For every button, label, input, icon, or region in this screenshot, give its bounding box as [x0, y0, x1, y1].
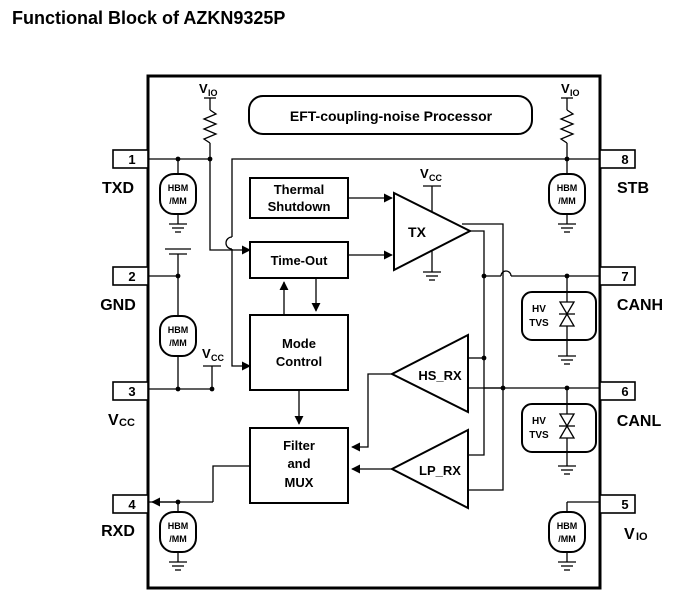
svg-text:5: 5 [621, 497, 628, 512]
vio-label-left: V IO [199, 81, 218, 98]
svg-text:CANL: CANL [617, 413, 662, 430]
svg-text:Thermal: Thermal [274, 182, 325, 197]
vcc-label-tx: V CC [420, 166, 442, 183]
svg-text:HV: HV [532, 304, 546, 315]
svg-text:CC: CC [429, 173, 442, 183]
pullup-resistor-right [559, 97, 575, 174]
svg-text:RXD: RXD [101, 523, 135, 540]
svg-text:MUX: MUX [285, 475, 314, 490]
svg-text:1: 1 [128, 152, 135, 167]
pin-2-gnd: 2 GND [100, 266, 149, 314]
hbm-esd-txd [159, 173, 197, 233]
svg-text:3: 3 [128, 384, 135, 399]
svg-text:TVS: TVS [529, 430, 549, 441]
svg-text:V: V [202, 346, 211, 361]
vio-label-right: V IO [561, 81, 580, 98]
hbm-esd-vio [548, 511, 586, 571]
svg-text:EFT-coupling-noise Processor: EFT-coupling-noise Processor [290, 108, 493, 124]
page-title: Functional Block of AZKN9325P [12, 8, 286, 28]
svg-text:TX: TX [408, 224, 427, 240]
pin-6-canl: 6 CANL [599, 381, 662, 430]
hbm-esd-gnd-vcc: HBM /MM [159, 315, 197, 357]
svg-text:Mode: Mode [282, 336, 316, 351]
svg-text:IO: IO [570, 88, 580, 98]
hv-tvs-canl: HV TVS [521, 388, 597, 475]
hv-tvs-canh: HV TVS [521, 276, 597, 365]
pin-7-canh: 7 CANH [599, 266, 663, 314]
mode-control-block: Mode Control [249, 314, 349, 391]
filter-mux-block: Filter and MUX [249, 427, 349, 504]
svg-text:HS_RX: HS_RX [418, 368, 462, 383]
svg-text:TVS: TVS [529, 318, 549, 329]
pin-5-vio: 5 V IO [599, 494, 648, 543]
pin-4-rxd: 4 RXD [101, 494, 149, 540]
svg-text:Shutdown: Shutdown [268, 199, 331, 214]
svg-text:V: V [199, 81, 208, 96]
timeout-block: Time-Out [249, 241, 349, 279]
svg-text:7: 7 [621, 269, 628, 284]
svg-text:V: V [561, 81, 570, 96]
svg-text:HBM: HBM [168, 325, 189, 335]
svg-text:GND: GND [100, 297, 136, 314]
gnd-internal-symbol [165, 248, 191, 276]
svg-text:8: 8 [621, 152, 628, 167]
thermal-shutdown-block: Thermal Shutdown [249, 177, 349, 219]
svg-text:CC: CC [119, 417, 135, 429]
svg-text:Control: Control [276, 354, 322, 369]
pin-3-vcc: 3 V CC [108, 381, 149, 429]
svg-text:Filter: Filter [283, 438, 315, 453]
hbm-esd-stb [548, 173, 586, 233]
pin-1-txd: 1 TXD [102, 149, 149, 197]
eft-processor-block: EFT-coupling-noise Processor [248, 95, 533, 135]
pullup-resistor-left [202, 97, 218, 159]
svg-text:2: 2 [128, 269, 135, 284]
svg-text:V: V [624, 526, 635, 543]
svg-text:CC: CC [211, 353, 224, 363]
svg-text:IO: IO [208, 88, 218, 98]
svg-text:4: 4 [128, 497, 136, 512]
svg-text:TXD: TXD [102, 180, 134, 197]
svg-text:6: 6 [621, 384, 628, 399]
vcc-label-left: V CC [202, 346, 224, 363]
svg-text:Time-Out: Time-Out [271, 253, 328, 268]
chip-outline [146, 74, 602, 590]
hs-rx-receiver: HS_RX [389, 333, 469, 414]
lp-rx-receiver: LP_RX [389, 428, 469, 510]
hbm-esd-rxd [159, 511, 197, 571]
pin-8-stb: 8 STB [599, 149, 649, 197]
svg-text:and: and [287, 456, 310, 471]
svg-text:STB: STB [617, 180, 649, 197]
svg-text:HV: HV [532, 416, 546, 427]
svg-text:LP_RX: LP_RX [419, 463, 461, 478]
svg-text:V: V [420, 166, 429, 181]
svg-text:/MM: /MM [169, 338, 187, 348]
svg-text:IO: IO [636, 531, 648, 543]
svg-text:V: V [108, 412, 119, 429]
svg-text:CANH: CANH [617, 297, 663, 314]
